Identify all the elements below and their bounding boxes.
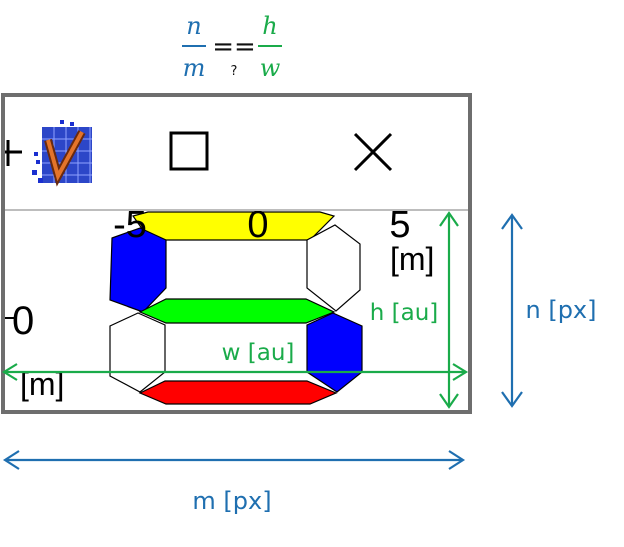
- title-bar: [5, 97, 468, 211]
- w-arrow-head-left: [1, 363, 18, 381]
- matlab-icon: [30, 120, 94, 187]
- left-tick-label-0: 0: [12, 299, 34, 343]
- segment-upper-right: [306, 224, 361, 312]
- tick-label-0: 0: [247, 204, 268, 246]
- segment-top: [132, 211, 336, 241]
- n-label: n [px]: [525, 296, 596, 324]
- segment-upper-left: [109, 227, 167, 313]
- segment-bottom: [138, 380, 338, 405]
- m-arrow-head-left: [2, 450, 20, 470]
- n-arrow-head-top: [501, 213, 523, 230]
- m-label: m [px]: [192, 487, 271, 515]
- tick-label-5: 5: [389, 204, 410, 246]
- h-arrow-head-top: [439, 211, 459, 227]
- aspect-equation: n m == ? h w: [182, 12, 282, 82]
- top-axis-unit: [m]: [390, 241, 434, 277]
- equation-w: w: [260, 54, 281, 82]
- w-label: w [au]: [222, 340, 295, 366]
- au-annotations: [1, 211, 469, 409]
- seven-segment-display: [109, 211, 363, 405]
- segment-middle: [138, 298, 336, 324]
- px-annotations: [2, 213, 523, 470]
- equation-operator: ==: [212, 32, 256, 62]
- equation-question-mark: ?: [231, 64, 238, 79]
- close-icon[interactable]: [353, 132, 393, 172]
- tick-label-minus5: -5: [113, 204, 147, 246]
- m-arrow-head-right: [448, 450, 466, 470]
- h-arrow-head-bottom: [439, 393, 459, 409]
- h-label: h [au]: [370, 300, 439, 326]
- equation-h: h: [262, 12, 277, 40]
- equation-n: n: [186, 12, 201, 40]
- plot-area: -5 0 5 [m] 0 [m]: [5, 204, 468, 410]
- top-tick-labels: -5 0 5: [113, 204, 410, 246]
- w-arrow-head-right: [452, 363, 469, 381]
- figure-window: -5 0 5 [m] 0 [m]: [1, 93, 472, 414]
- equation-m: m: [183, 54, 206, 82]
- n-arrow-head-bottom: [501, 391, 523, 408]
- maximize-icon[interactable]: [169, 131, 209, 171]
